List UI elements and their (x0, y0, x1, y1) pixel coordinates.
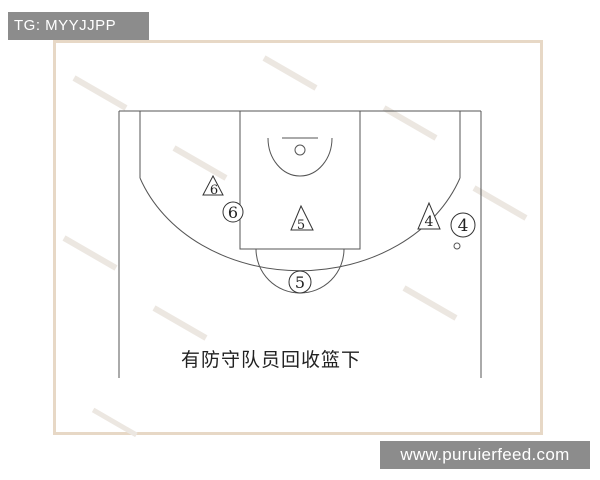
defender-6-triangle (202, 174, 224, 196)
offense-5-label: 5 (295, 273, 305, 292)
tg-label: TG: MYYJJPP (8, 12, 149, 40)
offense-4-circle (450, 212, 476, 238)
diagram-frame (53, 40, 543, 435)
watermark-marks (62, 55, 528, 438)
offense-5-circle (288, 270, 312, 294)
offense-4-label: 4 (458, 216, 469, 236)
paint-area (239, 110, 361, 250)
basket-ring (294, 144, 306, 156)
defender-5-label: 5 (297, 218, 305, 233)
defender-5-triangle (290, 204, 314, 231)
defender-4-triangle (417, 201, 441, 230)
diagram-caption: 有防守队员回收篮下 (181, 349, 361, 371)
offense-6-label: 6 (228, 203, 238, 222)
ball-icon (453, 242, 461, 250)
site-url-label: www.puruierfeed.com (380, 441, 590, 469)
defender-6-label: 6 (210, 183, 218, 198)
offense-6-circle (222, 201, 244, 223)
defender-4-label: 4 (425, 214, 434, 230)
restricted-arc (267, 137, 333, 177)
